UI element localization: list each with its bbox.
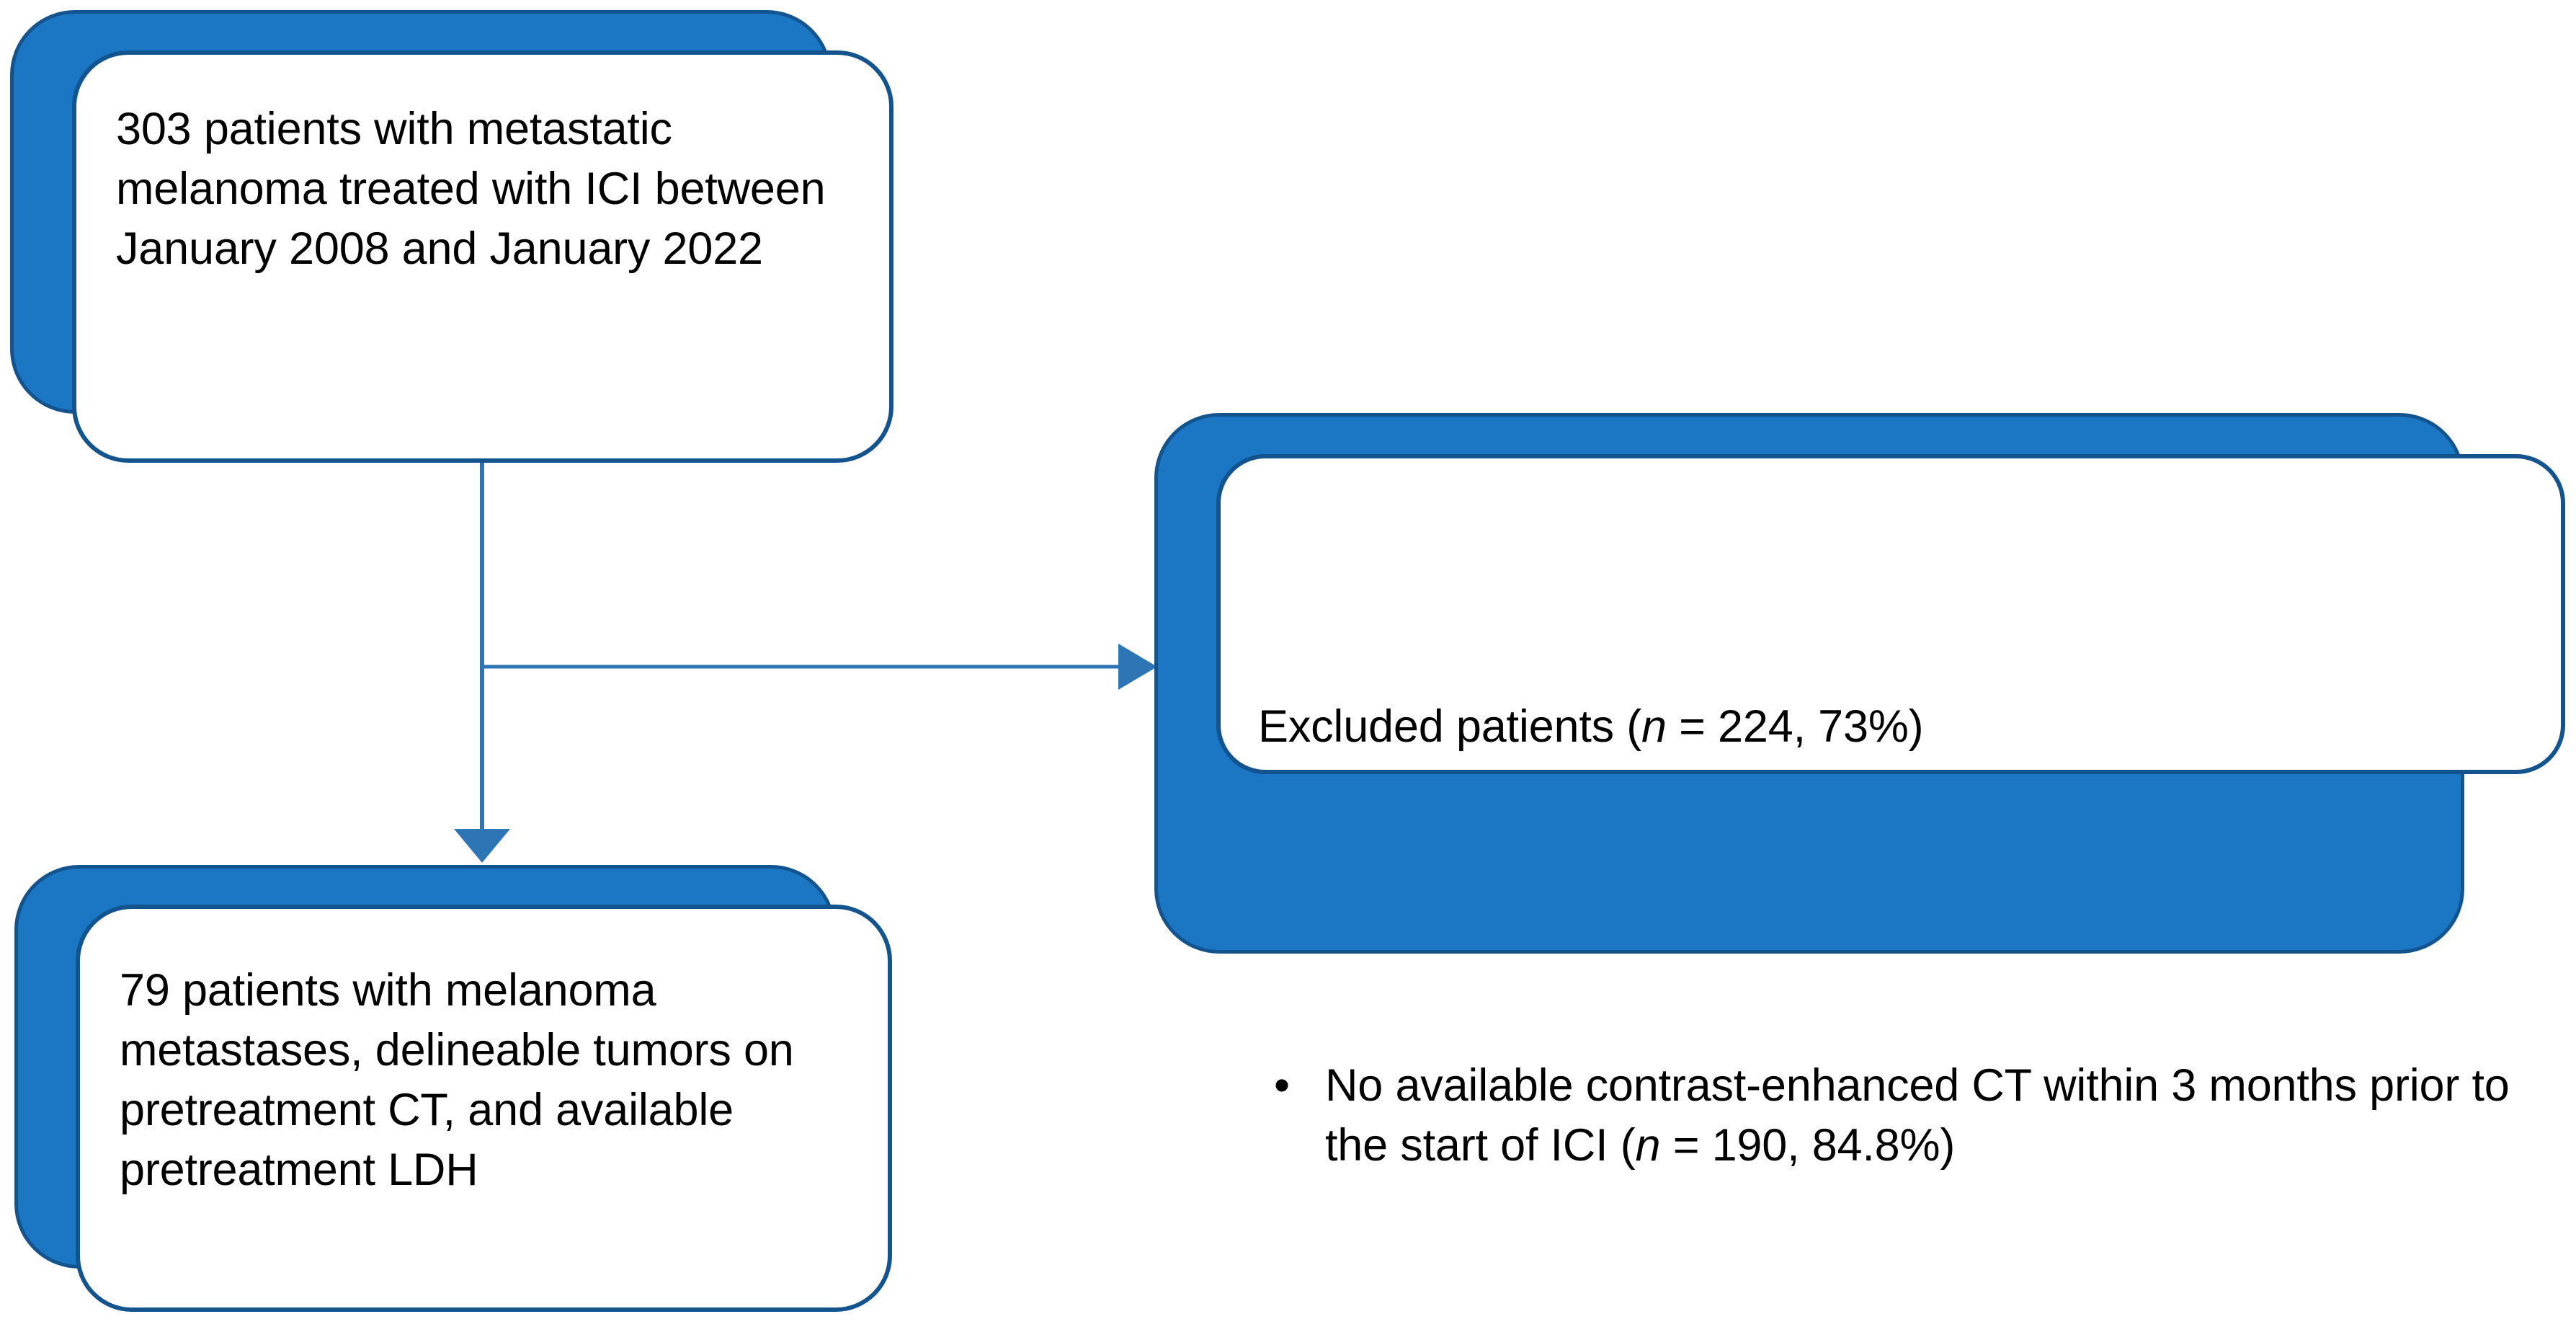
excluded-patients-heading: Excluded patients (n = 224, 73%): [1258, 697, 2548, 757]
exclusion-reason-no-ct-prefix: No available contrast-enhanced CT within…: [1325, 1060, 2522, 1171]
exclusion-reason-no-ct-suffix: = 190, 84.8%): [1660, 1120, 1956, 1171]
final-cohort-box[interactable]: 79 patients with melanoma metastases, de…: [76, 905, 892, 1312]
connector-enrolled-to-excluded: [482, 644, 1157, 690]
bullet-icon: •: [1274, 1060, 1290, 1111]
enrolled-cohort-box[interactable]: 303 patients with metastatic melanoma tr…: [72, 50, 893, 463]
exclusion-reason-list: • No available contrast-enhanced CT withi…: [1258, 936, 2548, 1332]
excluded-heading-n-symbol: n: [1641, 701, 1667, 752]
enrolled-cohort-text: 303 patients with metastatic melanoma tr…: [116, 104, 838, 274]
exclusion-reason-no-ct-n-symbol: n: [1635, 1120, 1661, 1171]
excluded-patients-box[interactable]: Excluded patients (n = 224, 73%) •No ava…: [1216, 454, 2565, 1171]
exclusion-reason-no-ct: • No available contrast-enhanced CT withi…: [1258, 1056, 2548, 1176]
excluded-heading-prefix: Excluded patients (: [1258, 701, 1642, 752]
excluded-patients-content: Excluded patients (n = 224, 73%) •No ava…: [1258, 518, 2548, 1332]
final-cohort-text: 79 patients with melanoma metastases, de…: [120, 965, 806, 1195]
excluded-heading-suffix: = 224, 73%): [1666, 701, 1924, 752]
connector-enrolled-to-included: [454, 461, 510, 863]
